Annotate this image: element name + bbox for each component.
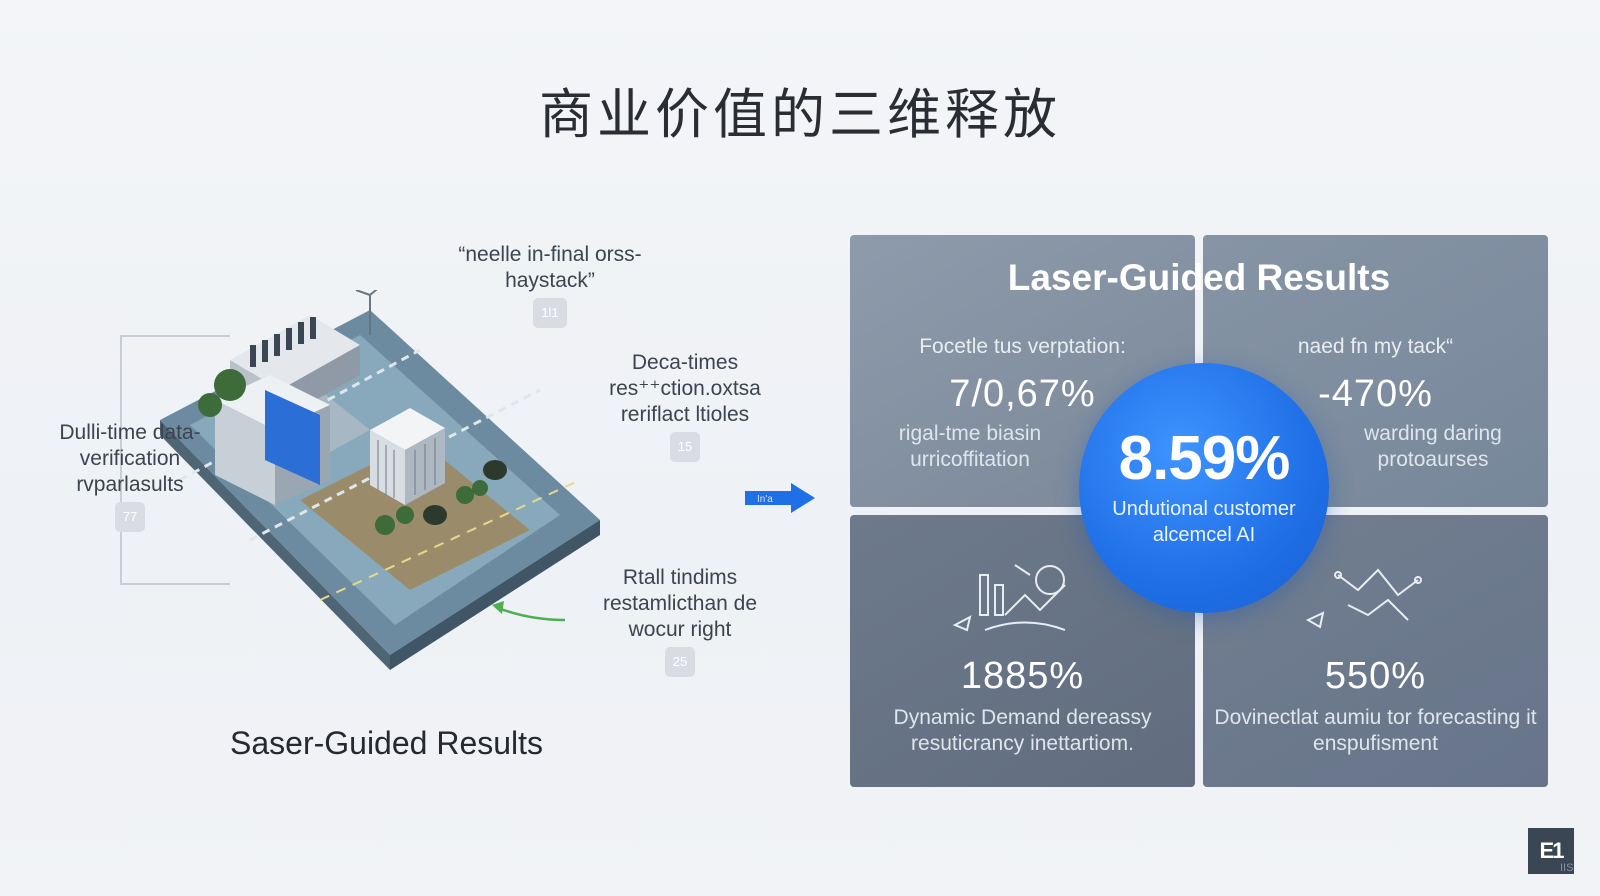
analytics-doodle-icon: [952, 564, 1066, 632]
bracket-line: [120, 335, 230, 585]
panel-description: Dovinectlat aumiu tor forecasting it ens…: [1214, 706, 1537, 755]
annotation-left: Dulli-time data-verification rvparlasult…: [30, 420, 230, 532]
annotation-badge: 25: [664, 647, 696, 677]
isometric-city-icon: [160, 284, 600, 670]
annotation-text: Deca-times res⁺⁺ction.oxtsa reriflact lt…: [609, 351, 761, 426]
panel-description: rigal-tme biasin urricoffitation: [898, 422, 1042, 471]
smart-city-illustration: [120, 284, 640, 690]
panel-value: 7/0,67%: [949, 373, 1096, 415]
brand-logo-sub: IIS: [1560, 862, 1574, 874]
panel-value: 1885%: [960, 655, 1085, 697]
annotation-text: “neelle in-final orss-haystack”: [458, 243, 642, 292]
left-caption: Saser-Guided Results: [230, 725, 544, 761]
slide-title: 商业价值的三维释放: [539, 83, 1061, 146]
results-title: Laser-Guided Results: [1007, 257, 1391, 298]
annotation-middle-right: Deca-times res⁺⁺ction.oxtsa reriflact lt…: [585, 350, 785, 462]
center-value: 8.59%: [1118, 424, 1291, 493]
annotation-top: “neelle in-final orss-haystack” 1l1: [450, 242, 650, 328]
brand-logo: E1: [1528, 828, 1574, 874]
annotation-badge: 77: [114, 502, 146, 532]
panel-label: Focetle tus verptation:: [919, 335, 1126, 358]
annotation-bottom-right: Rtall tindims restamlicthan de wocur rig…: [575, 565, 785, 677]
panel-description: Dynamic Demand dereassy resuticrancy ine…: [893, 706, 1152, 755]
panel-value: -470%: [1318, 373, 1433, 415]
forecast-doodle-icon: [1305, 568, 1422, 629]
center-highlight-circle: 8.59% Undutional customer alcemcel AI: [1079, 363, 1329, 613]
annotation-badge: 15: [669, 432, 701, 462]
connector-label: In'a: [757, 494, 773, 505]
annotation-badge: 1l1: [533, 298, 567, 328]
panel-description: warding daring protoaurses: [1364, 422, 1502, 471]
annotation-text: Rtall tindims restamlicthan de wocur rig…: [602, 566, 758, 641]
panel-value: 550%: [1324, 655, 1427, 697]
results-grid: Laser-Guided Results Focetle tus verptat…: [850, 235, 1548, 791]
panel-label: naed fn my tack“: [1297, 335, 1454, 358]
center-description: Undutional customer alcemcel AI: [1112, 498, 1296, 546]
connector-arrow-icon: In'a: [745, 483, 817, 518]
annotation-text: Dulli-time data-verification rvparlasult…: [59, 421, 201, 496]
